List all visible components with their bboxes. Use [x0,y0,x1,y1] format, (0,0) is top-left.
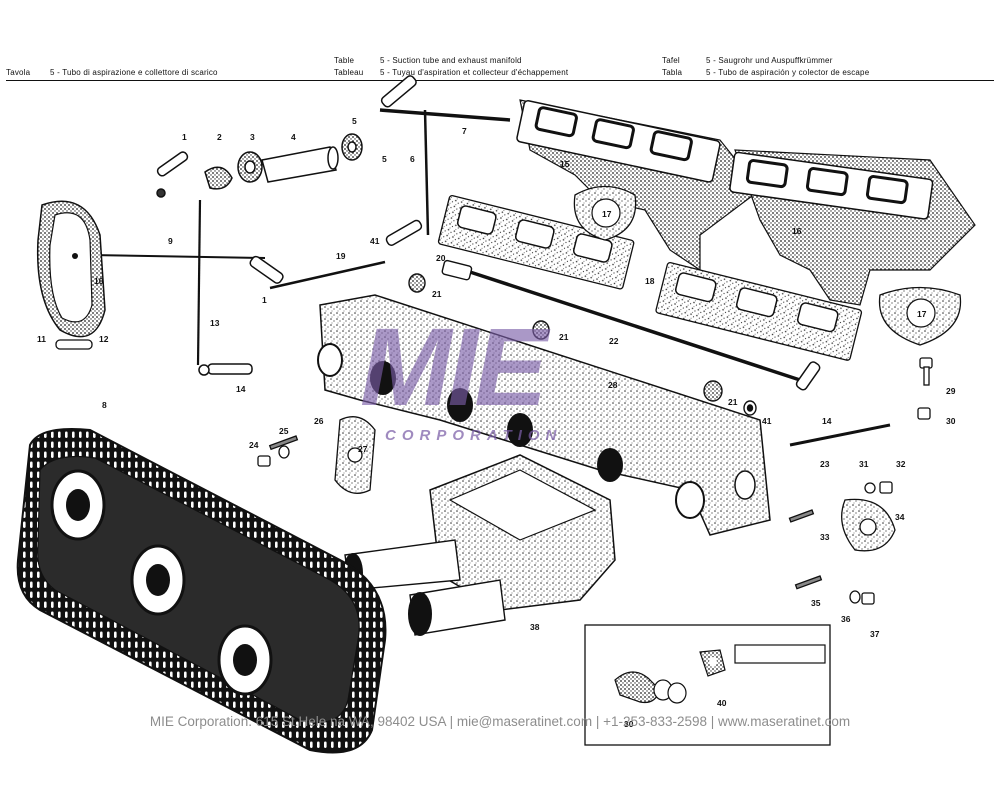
watermark-subtitle: CORPORATION [385,427,562,444]
callout-15: 15 [560,159,570,169]
header-italian: Tavola 5 - Tubo di aspirazione e colletto… [6,68,218,77]
callout-2: 2 [217,132,222,142]
callout-6: 6 [410,154,415,164]
linkage-rods [89,108,891,447]
callout-35: 35 [811,598,821,608]
callout-14b: 14 [822,416,832,426]
callout-32: 32 [896,459,906,469]
header-french: Tableau 5 - Tuyau d'aspiration et collect… [334,68,568,77]
callout-28: 28 [608,380,618,390]
callout-38: 38 [530,622,540,632]
callout-29: 29 [946,386,956,396]
manifold-gasket-upper [437,194,635,290]
callout-16: 16 [792,226,802,236]
header-spanish: Tabla 5 - Tubo de aspiración y colector d… [662,68,869,77]
callout-33: 33 [820,532,830,542]
callout-12: 12 [99,334,109,344]
callout-24: 24 [249,440,259,450]
callout-5a: 5 [352,116,357,126]
linkage-ball-joints [156,75,821,391]
callout-21b: 21 [559,332,569,342]
callout-19: 19 [336,251,346,261]
header-english-text: 5 - Suction tube and exhaust manifold [380,56,522,65]
callout-31: 31 [859,459,869,469]
bushing-and-sleeve [237,133,363,183]
header-italian-text: 5 - Tubo di aspirazione e collettore di … [50,68,218,77]
watermark-logo-text: MIE [360,306,551,429]
callout-5b: 5 [382,154,387,164]
footer-contact-line: MIE Corporation. 615 St.Hele na WA, 9840… [149,714,851,729]
callout-21a: 21 [432,289,442,299]
watermark-logo: MIE CORPORATION [360,306,562,444]
callout-27: 27 [358,444,368,454]
callout-4: 4 [291,132,296,142]
header-french-key: Tableau [334,68,364,77]
air-filter-cap [36,200,106,350]
spacer-bushings [408,259,757,416]
callout-36: 36 [841,614,851,624]
callout-25: 25 [279,426,289,436]
callout-10: 10 [94,276,104,286]
flange-gasket-right [878,286,962,346]
inset-detail [584,624,831,746]
callout-30b: 30 [624,719,634,729]
callout-17a: 17 [602,209,612,219]
header-italian-key: Tavola [6,68,31,77]
callout-7: 7 [462,126,467,136]
header-german-text: 5 - Saugrohr und Auspuffkrümmer [706,56,833,65]
callout-30a: 30 [946,416,956,426]
callout-40: 40 [717,698,727,708]
header-english-key: Table [334,56,355,65]
callout-labels: 1 2 3 4 5 5 6 7 8 9 10 11 12 13 14 14 15… [37,116,956,729]
callout-3: 3 [250,132,255,142]
callout-1: 1 [182,132,187,142]
callout-17b: 17 [917,309,927,319]
intake-manifold [317,294,771,536]
callout-37: 37 [870,629,880,639]
header-french-text: 5 - Tuyau d'aspiration et collecteur d'é… [380,68,569,77]
header-spanish-key: Tabla [662,68,683,77]
callout-22: 22 [609,336,619,346]
carburettor [343,454,616,636]
fasteners [257,357,933,605]
header-german: Tafel 5 - Saugrohr und Auspuffkrümmer [662,56,833,65]
callout-8: 8 [102,400,107,410]
exhaust-manifold-rear [729,149,976,306]
callout-41a: 41 [370,236,380,246]
flange-gasket-left [573,185,637,241]
manifold-gasket-lower [655,261,863,361]
callout-41b: 41 [762,416,772,426]
callout-34: 34 [895,512,905,522]
header-english: Table 5 - Suction tube and exhaust manifo… [334,56,522,65]
callout-23: 23 [820,459,830,469]
callout-20: 20 [436,253,446,263]
header-rule [6,80,994,81]
header-german-key: Tafel [662,56,680,65]
callout-18: 18 [645,276,655,286]
callout-26: 26 [314,416,324,426]
air-filter-element [16,428,387,754]
callout-14a: 14 [236,384,246,394]
header-spanish-text: 5 - Tubo de aspiración y colector de esc… [706,68,870,77]
callout-1b: 1 [262,295,267,305]
callout-13: 13 [210,318,220,328]
callout-11: 11 [37,334,46,344]
callout-9: 9 [168,236,173,246]
callout-21c: 21 [728,397,738,407]
